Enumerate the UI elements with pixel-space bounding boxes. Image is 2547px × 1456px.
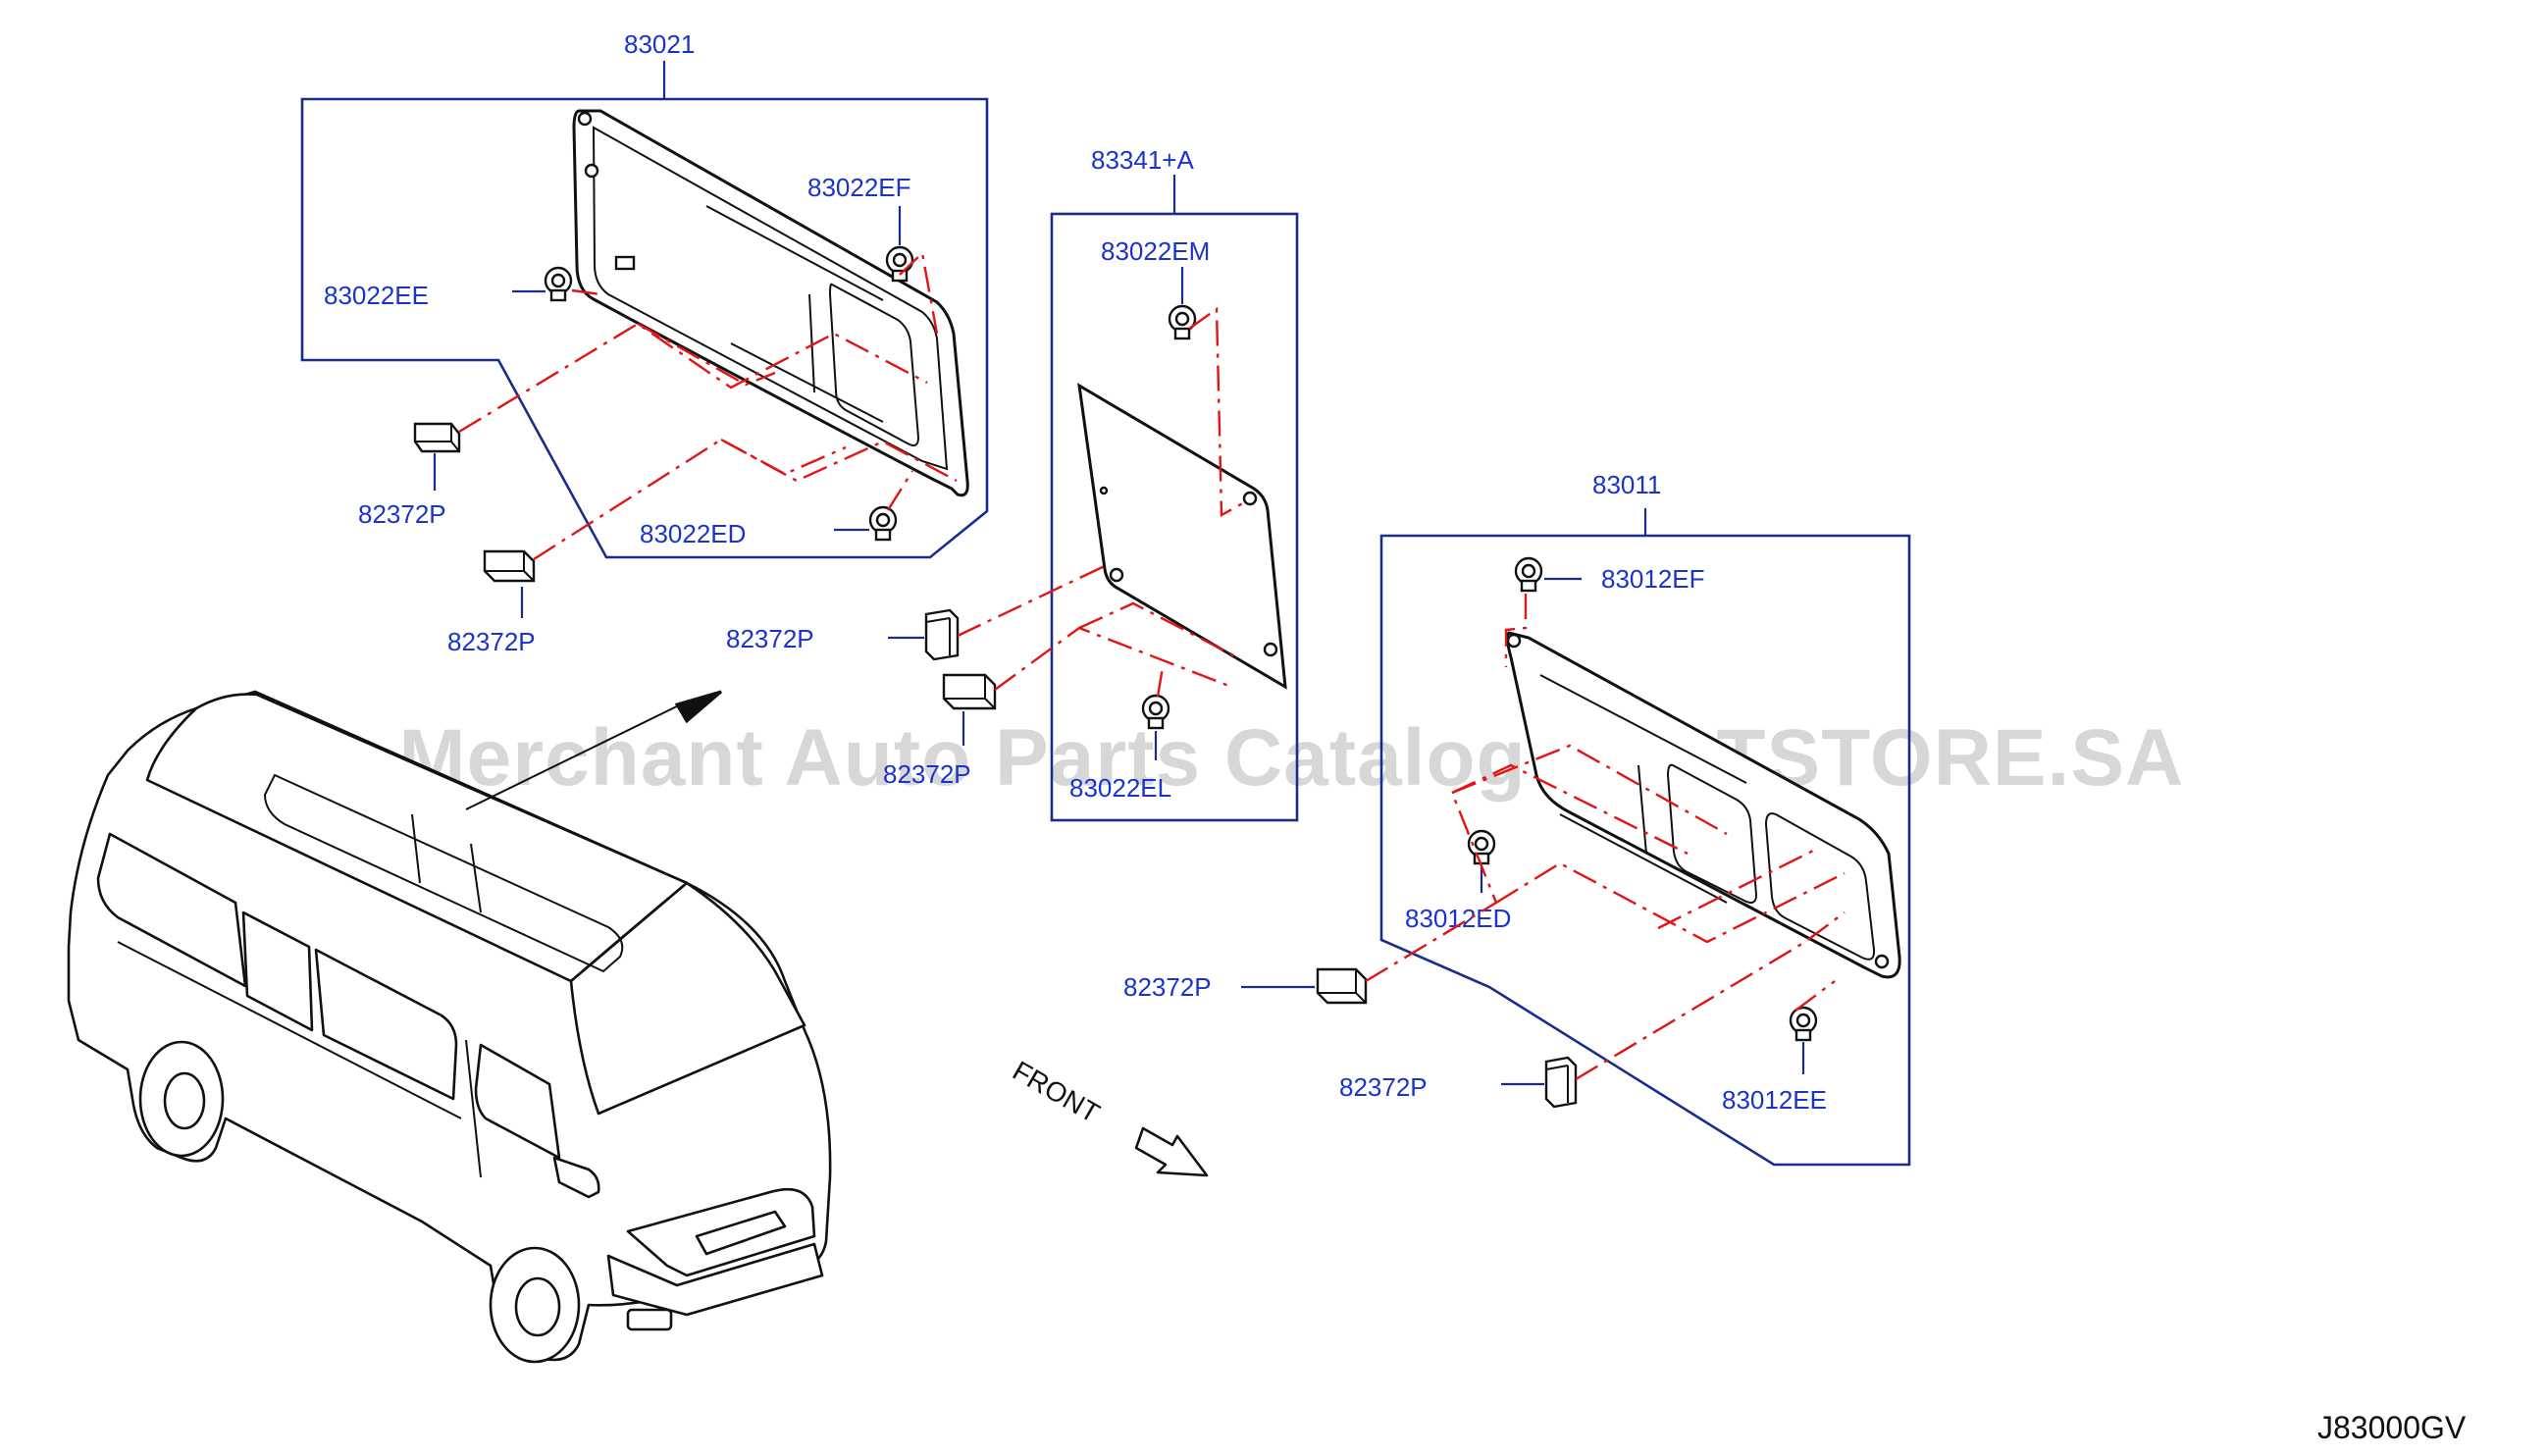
- front-trim-panel-hole-b: [1874, 954, 1890, 969]
- van-pointer-line: [465, 701, 688, 810]
- center-board-hole-c: [1109, 567, 1124, 583]
- rear-spacer-b-part-number[interactable]: 82372P: [447, 627, 536, 656]
- front-panel-centerlines: [1365, 594, 1845, 1081]
- center-spacer-a-icon[interactable]: [924, 608, 960, 661]
- rear-panel-group: 83021 83022EF 83022EE 83022ED: [300, 29, 989, 656]
- front-trim-panel-hole-a: [1506, 633, 1522, 649]
- center-clip-el-icon[interactable]: [1141, 694, 1170, 730]
- front-spacer-b-part-number[interactable]: 82372P: [1339, 1072, 1428, 1102]
- center-panel-group: 83341+A 83022EM 83022EL 82372P 82372P: [726, 145, 1299, 822]
- front-spacer-a-part-number[interactable]: 82372P: [1123, 972, 1212, 1002]
- van-rear-wheel-hub: [163, 1071, 206, 1130]
- van-illustration: [67, 690, 832, 1364]
- center-panel-part-number[interactable]: 83341+A: [1091, 145, 1194, 175]
- front-clip-ef-part-number[interactable]: 83012EF: [1601, 564, 1705, 594]
- rear-trim-panel-hole-a: [577, 111, 593, 127]
- van-headlamp: [695, 1210, 787, 1256]
- front-trim-panel-rail-top: [1539, 674, 1747, 784]
- rear-clip-ee-part-number[interactable]: 83022EE: [324, 281, 429, 310]
- van-mirror: [552, 1156, 600, 1199]
- van-bumper: [606, 1242, 824, 1317]
- front-spacer-a-icon[interactable]: [1316, 967, 1368, 1005]
- front-trim-panel-window-a: [1666, 763, 1758, 904]
- front-panel-part-number[interactable]: 83011: [1592, 470, 1661, 499]
- center-panel-centerlines: [957, 306, 1249, 698]
- van-door-seam: [465, 1039, 482, 1178]
- rear-trim-panel-window-opening: [828, 283, 920, 446]
- center-clip-el-part-number[interactable]: 83022EL: [1069, 773, 1171, 803]
- front-arrow-icon: [1134, 1126, 1209, 1177]
- rear-trim-panel-rail-top: [705, 205, 884, 301]
- rear-trim-panel-rail-bottom: [730, 342, 884, 423]
- front-spacer-b-icon[interactable]: [1544, 1056, 1578, 1109]
- center-trim-board[interactable]: [1077, 383, 1287, 690]
- van-side-window-rear: [96, 832, 247, 988]
- center-spacer-b-icon[interactable]: [942, 673, 997, 710]
- center-board-hole-a: [1242, 491, 1258, 506]
- center-spacer-a-part-number[interactable]: 82372P: [726, 624, 814, 653]
- van-door-glass: [474, 1043, 561, 1160]
- rear-clip-ed-part-number[interactable]: 83022ED: [640, 519, 746, 548]
- rear-panel-centerlines: [458, 250, 958, 561]
- front-clip-ed-icon[interactable]: [1467, 829, 1496, 865]
- front-clip-ef-icon[interactable]: [1514, 556, 1543, 593]
- front-trim-panel-rail-bottom: [1559, 813, 1728, 904]
- front-trim-panel[interactable]: [1505, 631, 1901, 979]
- center-spacer-b-part-number[interactable]: 82372P: [883, 759, 971, 789]
- rear-trim-panel-tab: [614, 255, 636, 271]
- van-roof-window: [263, 773, 624, 973]
- front-label: FRONT: [1008, 1055, 1105, 1128]
- front-clip-ed-part-number[interactable]: 83012ED: [1405, 904, 1511, 933]
- figure-code: J83000GV: [2317, 1410, 2467, 1445]
- front-clip-ee-icon[interactable]: [1789, 1006, 1818, 1042]
- center-clip-em-icon[interactable]: [1168, 304, 1197, 340]
- rear-clip-ee-icon[interactable]: [544, 266, 573, 302]
- van-side-window-mid: [241, 910, 314, 1032]
- van-side-crease: [117, 941, 462, 1119]
- front-panel-callout-box: [1379, 534, 1911, 1167]
- van-roof-rib-a: [411, 813, 421, 884]
- center-board-hole-b: [1263, 642, 1278, 657]
- center-clip-em-part-number[interactable]: 83022EM: [1101, 236, 1210, 266]
- van-front-wheel-hub: [514, 1276, 561, 1337]
- van-pointer-arrowhead: [674, 690, 722, 724]
- van-fog-lamp: [626, 1308, 673, 1331]
- front-clip-ee-part-number[interactable]: 83012EE: [1722, 1085, 1827, 1115]
- rear-clip-ef-part-number[interactable]: 83022EF: [807, 173, 911, 202]
- rear-spacer-a-part-number[interactable]: 82372P: [358, 499, 446, 529]
- rear-trim-panel-inner-edge: [592, 126, 949, 471]
- van-roof-rib-b: [470, 843, 482, 913]
- front-trim-panel-window-b: [1764, 812, 1876, 961]
- front-trim-panel-rail-mid: [1637, 764, 1647, 855]
- rear-trim-panel-rail-mid: [808, 293, 815, 393]
- center-board-hole-d: [1099, 486, 1109, 495]
- front-direction-indicator: FRONT: [1008, 1055, 1209, 1177]
- front-panel-group: 83011 83012EF 83012ED 83012EE: [1123, 470, 1911, 1167]
- van-windshield: [569, 881, 806, 1116]
- rear-panel-part-number[interactable]: 83021: [624, 29, 695, 59]
- rear-clip-ed-icon[interactable]: [868, 505, 898, 542]
- rear-spacer-a-icon[interactable]: [413, 422, 461, 453]
- rear-trim-panel-hole-b: [584, 163, 599, 179]
- rear-panel-callout-box: [300, 97, 989, 559]
- rear-spacer-b-icon[interactable]: [483, 549, 536, 583]
- rear-clip-ef-icon[interactable]: [885, 245, 914, 283]
- van-side-window-front: [314, 948, 458, 1101]
- rear-trim-panel[interactable]: [572, 109, 969, 497]
